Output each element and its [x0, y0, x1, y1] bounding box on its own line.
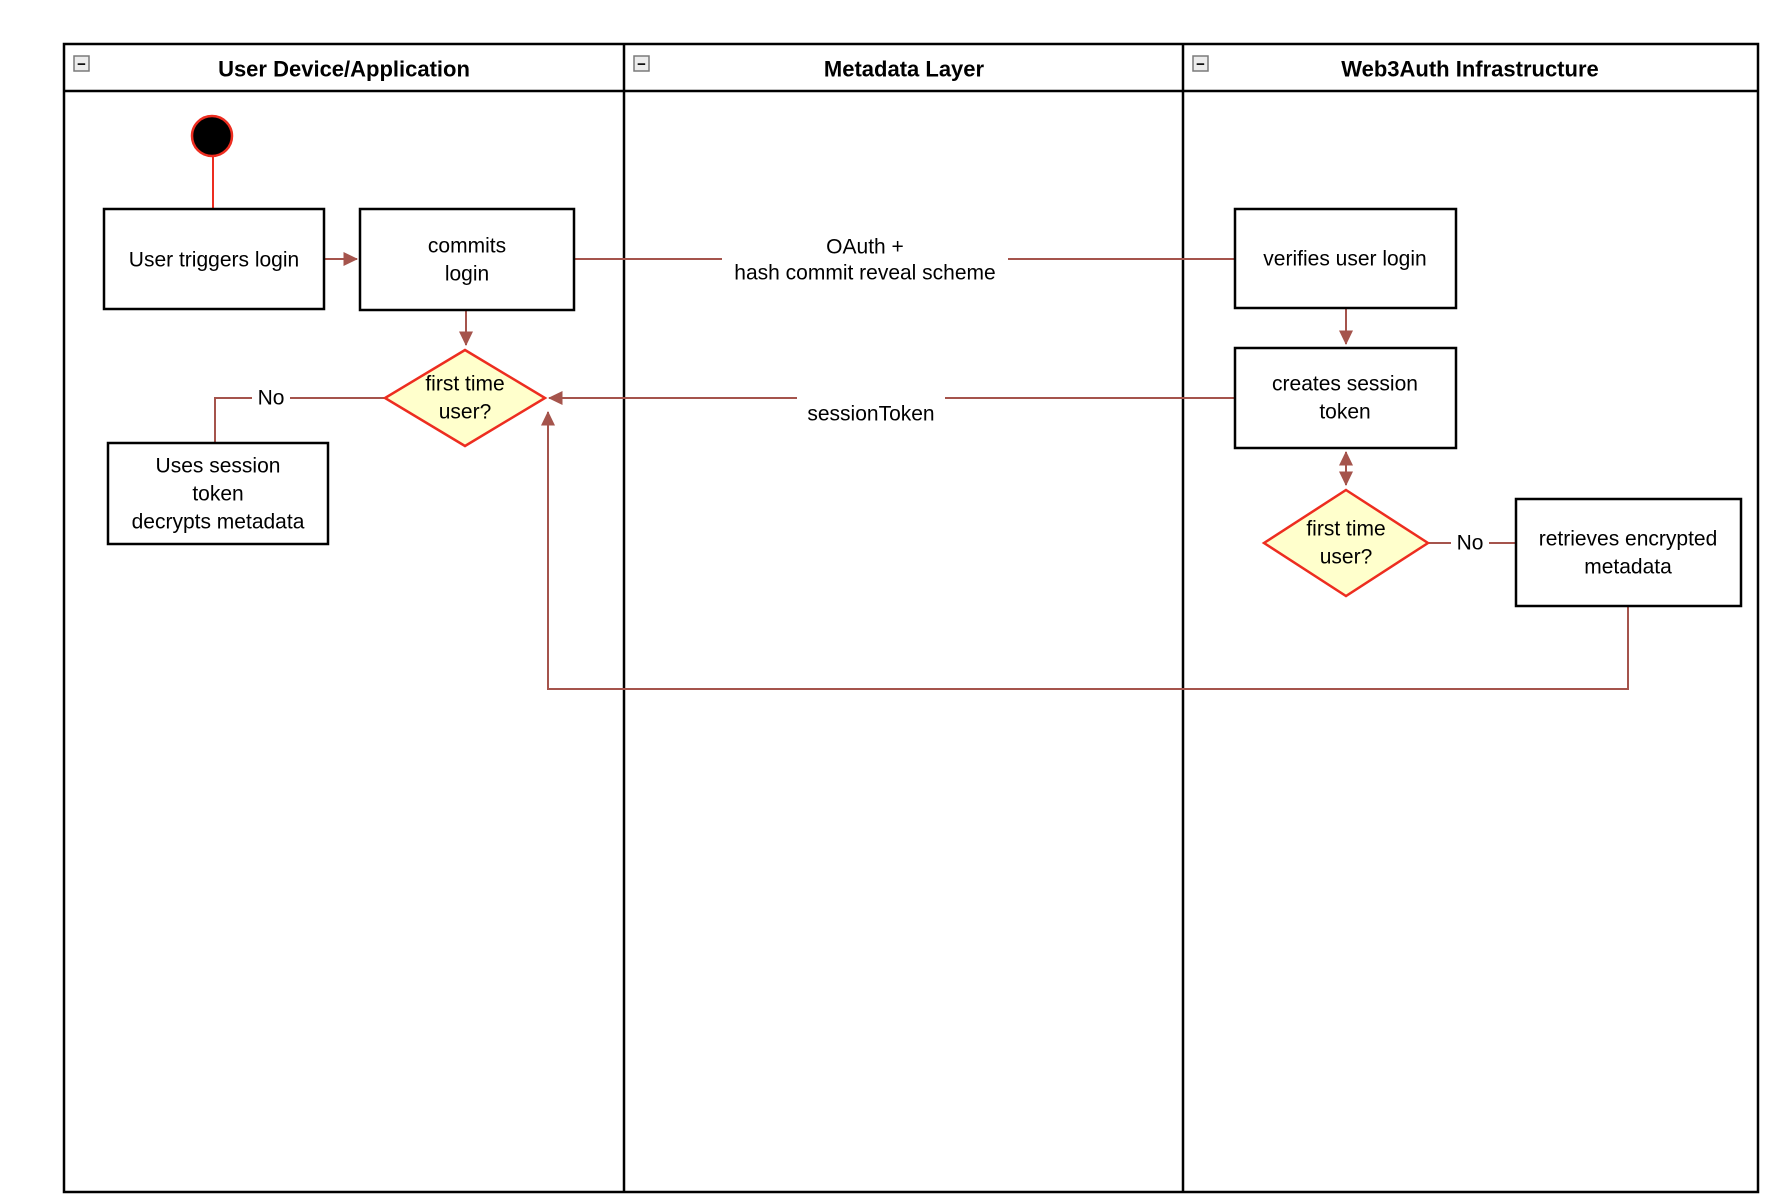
collapse-icon-box[interactable]: [1192, 55, 1209, 72]
node-uses-session-token-label-line-2: token: [192, 483, 243, 506]
decision-1-label-line-2: user?: [439, 401, 492, 424]
oauth-label-bg: [722, 233, 1008, 285]
node-uses-session-token-label-line-1: Uses session: [156, 455, 281, 478]
swimlane-pool: − User Device/Application − Metadata Lay…: [62, 42, 1760, 1194]
minus-icon: −: [637, 56, 646, 73]
collapse-icon[interactable]: −: [73, 55, 90, 73]
node-uses-session-token[interactable]: Uses session token decrypts metadata: [106, 441, 330, 546]
node-user-triggers-login[interactable]: User triggers login: [102, 207, 326, 311]
node-verifies-user-login-label: verifies user login: [1263, 248, 1426, 271]
oauth-label-line-1: OAuth +: [826, 236, 904, 259]
lane-title-metadata-layer: Metadata Layer: [824, 57, 985, 82]
no-label-1-bg: [252, 385, 290, 411]
no-label-1: No: [258, 387, 285, 410]
decision-2-label-line-1: first time: [1306, 518, 1385, 541]
node-commits-login[interactable]: commits login: [358, 207, 576, 312]
node-retrieves-encrypted-metadata-label-line-2: metadata: [1584, 556, 1672, 579]
node-creates-session-token-label-line-2: token: [1319, 401, 1370, 424]
node-retrieves-encrypted-metadata[interactable]: retrieves encrypted metadata: [1514, 497, 1743, 608]
node-verifies-user-login[interactable]: verifies user login: [1233, 207, 1458, 310]
node-uses-session-token-box[interactable]: [106, 441, 330, 546]
minus-icon: −: [1196, 56, 1205, 73]
session-token-label: sessionToken: [807, 403, 934, 426]
decision-first-time-user-1[interactable]: first time user?: [382, 348, 548, 448]
collapse-icon-box[interactable]: [73, 55, 90, 72]
lane-header-user-device[interactable]: − User Device/Application: [73, 55, 470, 82]
node-commits-login-label-line-2: login: [445, 263, 489, 286]
lane-title-web3auth-infrastructure: Web3Auth Infrastructure: [1341, 57, 1599, 82]
start-node[interactable]: [190, 114, 234, 158]
nodes: User triggers login commits login first …: [102, 114, 1743, 608]
node-uses-session-token-label-line-3: decrypts metadata: [132, 511, 305, 534]
collapse-icon-box[interactable]: [633, 55, 650, 72]
node-retrieves-encrypted-metadata-box[interactable]: [1514, 497, 1743, 608]
node-user-triggers-login-box[interactable]: [102, 207, 326, 311]
node-creates-session-token-label-line-1: creates session: [1272, 373, 1418, 396]
session-token-label-bg: [797, 390, 945, 428]
decision-first-time-user-2[interactable]: first time user?: [1261, 488, 1431, 598]
decision-1-label-line-1: first time: [425, 373, 504, 396]
node-commits-login-box[interactable]: [358, 207, 576, 312]
no-label-2: No: [1457, 532, 1484, 555]
decision-2-label-line-2: user?: [1320, 546, 1373, 569]
node-commits-login-label-line-1: commits: [428, 235, 506, 258]
node-creates-session-token[interactable]: creates session token: [1233, 346, 1458, 450]
node-user-triggers-login-label: User triggers login: [129, 249, 299, 272]
decision-first-time-user-1-diamond[interactable]: [382, 348, 548, 448]
edge-retrieves-metadata-feedback-to-decision-1: [541, 411, 1629, 690]
node-verifies-user-login-box[interactable]: [1233, 207, 1458, 310]
lane-title-user-device: User Device/Application: [218, 57, 470, 82]
pool-frame: [62, 42, 1760, 1194]
lane-header-web3auth-infrastructure[interactable]: − Web3Auth Infrastructure: [1192, 55, 1599, 82]
edge-labels: OAuth + hash commit reveal scheme sessio…: [252, 233, 1489, 556]
lane-header-metadata-layer[interactable]: − Metadata Layer: [633, 55, 985, 82]
edge-decision-1-no-to-uses-session-token: [214, 397, 385, 443]
no-label-2-bg: [1451, 530, 1489, 556]
node-retrieves-encrypted-metadata-label-line-1: retrieves encrypted: [1539, 528, 1718, 551]
decision-first-time-user-2-diamond[interactable]: [1261, 488, 1431, 598]
minus-icon: −: [77, 56, 86, 73]
collapse-icon[interactable]: −: [1192, 55, 1209, 73]
oauth-label-line-2: hash commit reveal scheme: [734, 262, 995, 285]
collapse-icon[interactable]: −: [633, 55, 650, 73]
node-creates-session-token-box[interactable]: [1233, 346, 1458, 450]
